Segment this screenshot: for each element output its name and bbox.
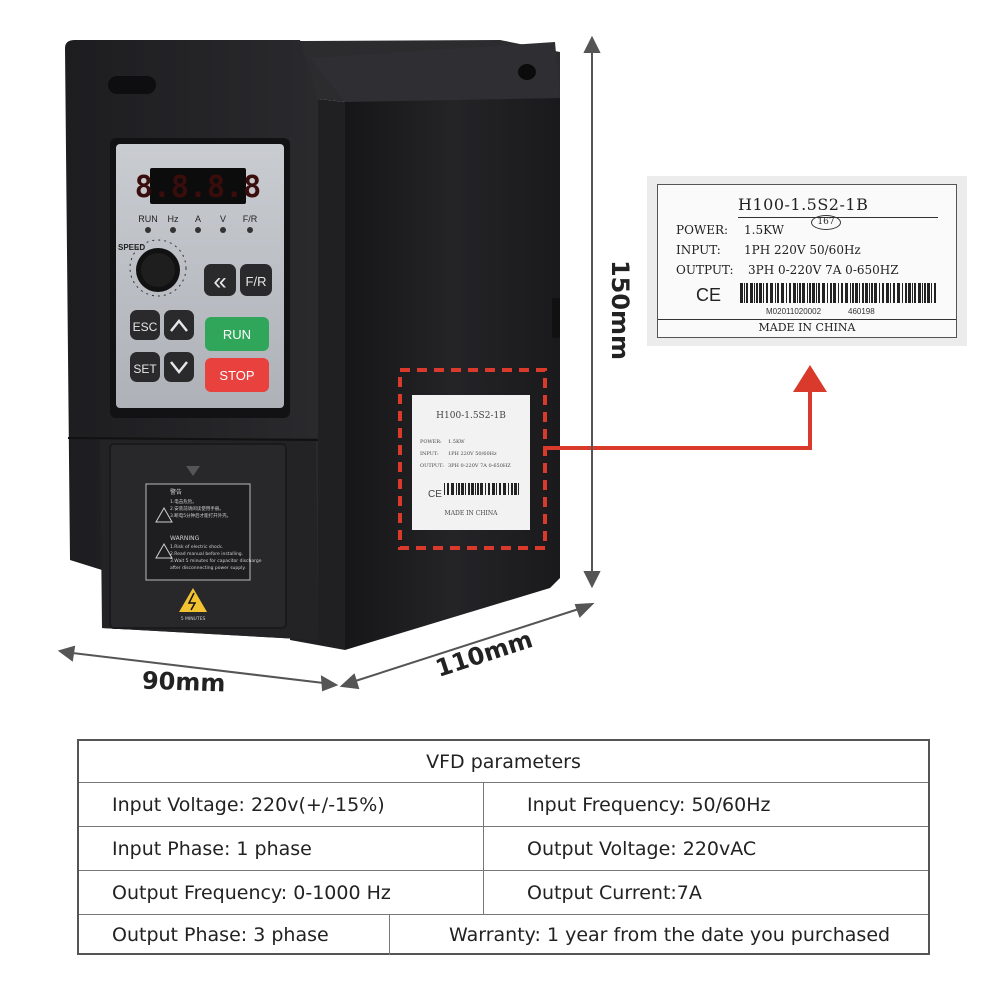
led-digits: 8.8.8.8 — [135, 170, 261, 205]
indicator-v-label: V — [220, 214, 226, 224]
set-button-label: SET — [133, 362, 157, 376]
stop-button[interactable] — [205, 358, 269, 392]
table-row: Input Voltage: 220v(+/-15%) Input Freque… — [79, 782, 928, 826]
warning-en-line: 2.Read manual before installing. — [170, 551, 243, 557]
warning-en-title: WARNING — [170, 535, 200, 542]
table-row: Output Phase: 3 phase Warranty: 1 year f… — [79, 914, 928, 955]
arrowhead-icon — [320, 675, 339, 692]
table-cell: Output Frequency: 0-1000 Hz — [112, 881, 391, 904]
arrowhead-icon — [57, 645, 76, 662]
small-made-in: MADE IN CHINA — [445, 510, 499, 517]
warning-cn-title: 警告 — [170, 488, 182, 496]
arrowhead-icon — [583, 35, 601, 53]
warning-en-line: after disconnecting power supply. — [170, 565, 246, 571]
warning-en-line: 1.Risk of electric shock. — [170, 544, 223, 550]
table-row: Output Frequency: 0-1000 Hz Output Curre… — [79, 870, 928, 914]
indicator-led — [220, 227, 226, 233]
nameplate-input-value: 1PH 220V 50/60Hz — [744, 243, 861, 257]
set-button[interactable] — [130, 352, 160, 382]
nameplate-highlight-box — [398, 368, 547, 550]
table-cell: Input Voltage: 220v(+/-15%) — [112, 793, 385, 816]
shift-button[interactable] — [204, 264, 236, 296]
nameplate-output-label: OUTPUT: — [676, 263, 734, 277]
nameplate-power-value: 1.5KW — [744, 223, 784, 237]
warning-minutes: 5 MINUTES — [181, 616, 206, 622]
table-cell: Output Voltage: 220vAC — [527, 837, 757, 860]
small-power-value: 1.5KW — [448, 439, 466, 445]
down-button[interactable] — [164, 352, 194, 382]
indicator-led — [145, 227, 151, 233]
small-output: OUTPUT: — [420, 463, 444, 469]
warning-sticker — [145, 483, 251, 581]
nameplate-zoom: H100-1.5S2-1B 167 POWER: 1.5KW INPUT: 1P… — [657, 184, 957, 338]
vfd-parameters-table: VFD parameters Input Voltage: 220v(+/-15… — [77, 739, 930, 955]
run-button[interactable] — [205, 317, 269, 351]
nameplate-serial-b: 460198 — [848, 307, 875, 316]
up-button[interactable] — [164, 310, 194, 340]
nameplate-serial-a: M02011020002 — [766, 307, 822, 316]
indicator-led — [195, 227, 201, 233]
warning-cn-line: 3.断电5分钟后才能打开外壳。 — [170, 512, 231, 519]
knob-label: SPEED — [118, 243, 145, 252]
nameplate-input-label: INPUT: — [676, 243, 721, 257]
small-input-value: 1PH 220V 50/60Hz — [448, 451, 497, 457]
indicator-led — [247, 227, 253, 233]
warning-triangle-icon — [155, 506, 173, 523]
nameplate-model: H100-1.5S2-1B — [738, 195, 869, 214]
indicator-a-label: A — [195, 214, 201, 224]
indicator-led — [170, 227, 176, 233]
small-ce-mark: CE — [428, 489, 442, 500]
small-barcode — [444, 483, 519, 495]
table-title: VFD parameters — [426, 750, 581, 773]
nameplate-callout-line — [545, 385, 812, 450]
warning-cn-line: 2.安装前请阅读使用手册。 — [170, 505, 224, 512]
vfd-product-image: 8.8.8.8 RUN Hz A V F/R SPEED « F/R ESC R… — [57, 35, 827, 692]
indicator-run-label: RUN — [138, 214, 158, 224]
arrowhead-icon — [583, 571, 601, 589]
stop-button-label: STOP — [219, 368, 254, 383]
esc-button-label: ESC — [133, 320, 158, 334]
small-power: POWER: — [420, 439, 442, 445]
high-voltage-icon — [179, 588, 207, 612]
table-cell: Warranty: 1 year from the date you purch… — [449, 924, 891, 946]
table-cell: Input Phase: 1 phase — [112, 837, 312, 860]
small-model: H100-1.5S2-1B — [436, 411, 506, 421]
table-title-row: VFD parameters — [79, 741, 928, 782]
fr-button[interactable] — [240, 264, 272, 296]
width-dimension-label: 90mm — [141, 666, 226, 698]
nameplate-badge: 167 — [811, 215, 841, 230]
ce-mark: CE — [696, 285, 722, 305]
down-arrow-icon — [170, 361, 188, 375]
warning-en-line: 3.Wait 5 minutes for capacitor discharge — [170, 558, 262, 564]
device-nameplate — [412, 395, 530, 530]
warning-cn-line: 1.电击危险。 — [170, 498, 197, 505]
esc-button[interactable] — [130, 310, 160, 340]
up-arrow-icon — [170, 318, 188, 332]
depth-dimension-line — [345, 605, 589, 685]
run-button-label: RUN — [223, 327, 251, 342]
table-cell: Output Current:7A — [527, 881, 702, 904]
fr-button-label: F/R — [246, 274, 267, 289]
table-cell: Input Frequency: 50/60Hz — [527, 793, 771, 816]
table-row: Input Phase: 1 phase Output Voltage: 220… — [79, 826, 928, 870]
width-dimension-line — [63, 651, 333, 685]
nameplate-output-value: 3PH 0-220V 7A 0-650HZ — [748, 263, 899, 277]
warning-triangle-icon — [155, 542, 173, 559]
table-cell: Output Phase: 3 phase — [112, 924, 329, 946]
small-input: INPUT: — [420, 451, 439, 457]
arrowhead-icon — [574, 602, 595, 618]
led-display — [150, 168, 246, 204]
indicator-fr-label: F/R — [243, 214, 258, 224]
nameplate-zoom-card: H100-1.5S2-1B 167 POWER: 1.5KW INPUT: 1P… — [647, 176, 967, 346]
small-output-value: 3PH 0-220V 7A 0-650HZ — [448, 463, 511, 469]
shift-button-label: « — [213, 268, 226, 295]
nameplate-made-in: MADE IN CHINA — [758, 321, 856, 334]
callout-arrowhead-icon — [793, 365, 827, 392]
indicator-hz-label: Hz — [168, 214, 179, 224]
barcode-icon — [740, 283, 936, 303]
height-dimension-label: 150mm — [606, 259, 635, 361]
nameplate-power-label: POWER: — [676, 223, 729, 237]
arrowhead-icon — [339, 673, 360, 690]
